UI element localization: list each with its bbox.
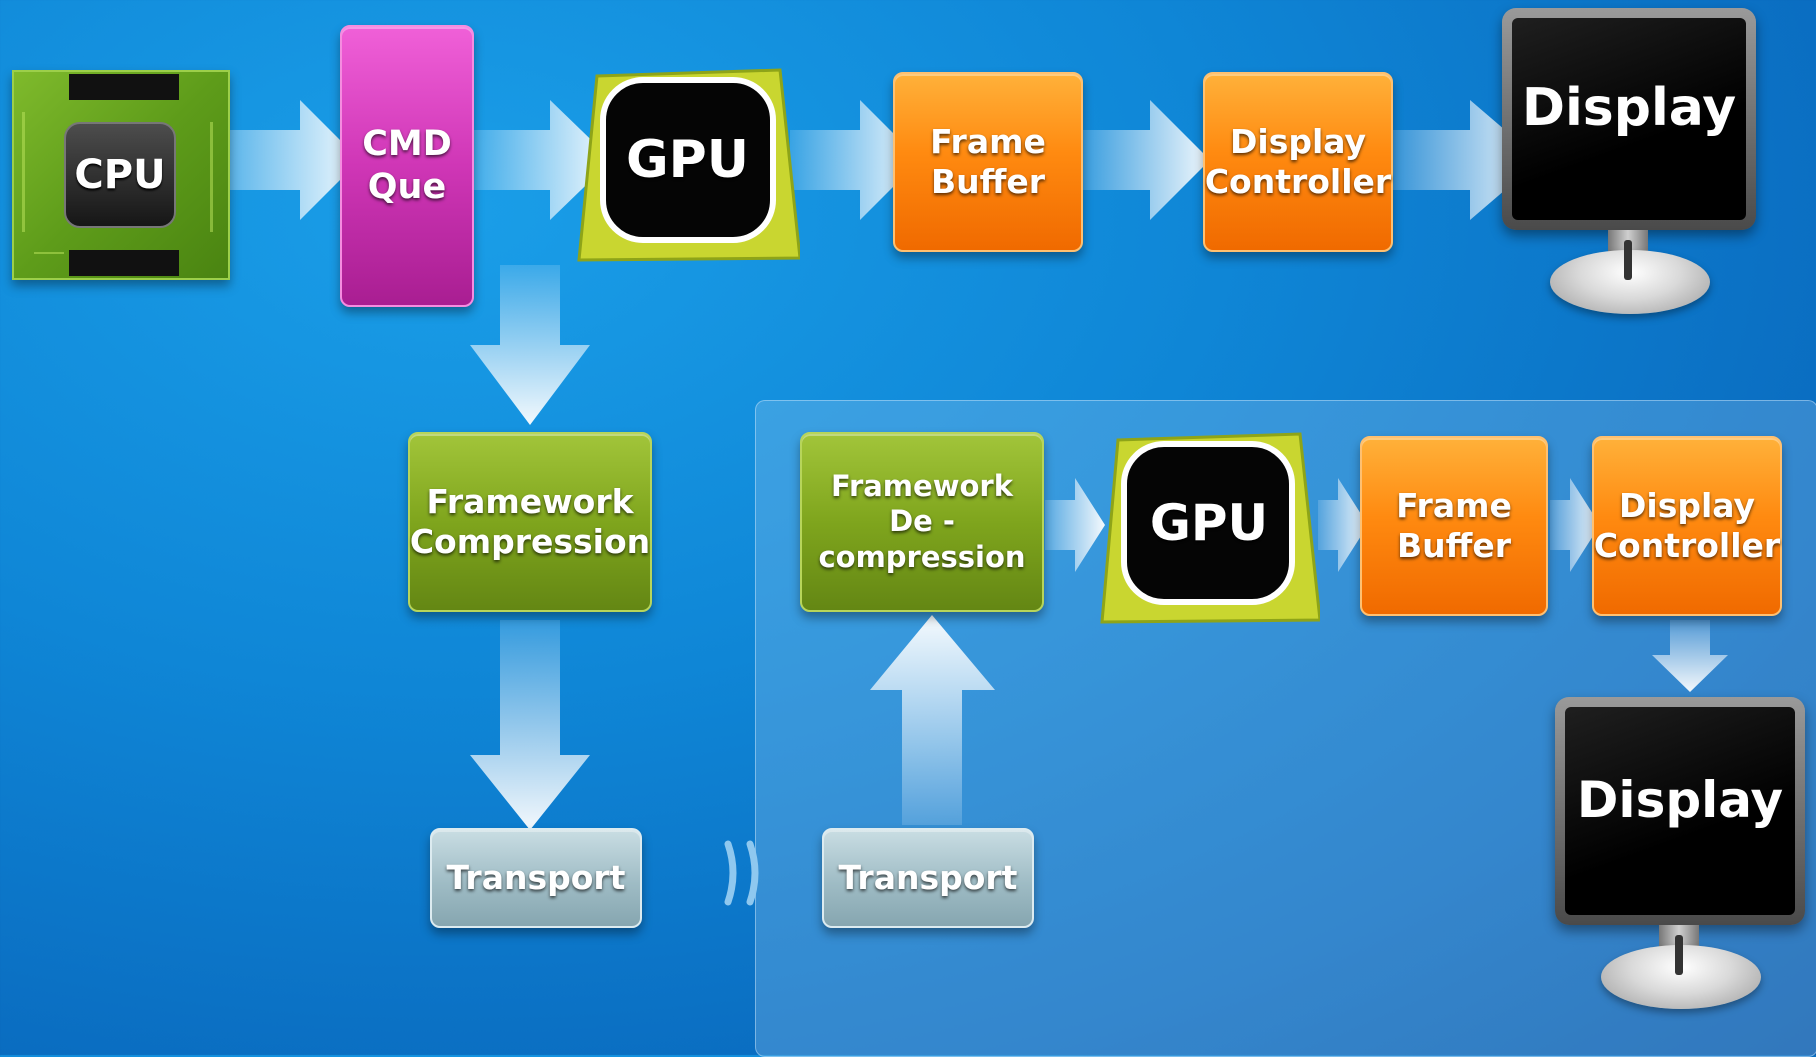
transport-label-local: Transport — [446, 857, 626, 897]
frame-buffer-box-remote: Frame Buffer — [1360, 436, 1548, 616]
display-label-remote: Display — [1576, 771, 1784, 829]
arrow-gpu-to-framebuffer-remote — [1318, 478, 1368, 572]
monitor-post-remote — [1675, 935, 1683, 975]
monitor-icon-remote: Display — [1555, 697, 1809, 1017]
arrow-framebuffer-to-controller — [1080, 100, 1210, 220]
gpu-chip-icon: GPU — [575, 68, 800, 263]
transport-box-remote: Transport — [822, 828, 1034, 928]
arrow-framebuffer-to-controller-remote — [1550, 478, 1600, 572]
wireless-waves-icon — [724, 840, 759, 906]
cpu-socket-strip-bottom — [69, 250, 179, 276]
transport-label-remote: Transport — [838, 857, 1018, 897]
frame-buffer-box: Frame Buffer — [893, 72, 1083, 252]
gpu-label: GPU — [625, 130, 750, 190]
monitor-bezel: Display — [1502, 8, 1756, 230]
monitor-screen-remote: Display — [1565, 707, 1795, 915]
arrow-cmd-to-gpu — [470, 100, 612, 220]
gpu-chip-icon-remote: GPU — [1098, 432, 1320, 624]
board-trace — [22, 112, 25, 232]
cmd-queue-label: CMD Que — [362, 124, 452, 207]
monitor-screen: Display — [1512, 18, 1746, 220]
framework-decompression-label: Framework De -compression — [818, 468, 1026, 574]
display-controller-box: Display Controller — [1203, 72, 1393, 252]
transport-box-local: Transport — [430, 828, 642, 928]
display-controller-label: Display Controller — [1204, 121, 1392, 201]
display-controller-box-remote: Display Controller — [1592, 436, 1782, 616]
board-trace — [210, 122, 213, 232]
framework-decompression-box: Framework De -compression — [800, 432, 1044, 612]
framework-compression-label: Framework Compression — [409, 481, 651, 561]
arrow-controller-to-display-remote — [1652, 620, 1728, 692]
monitor-bezel-remote: Display — [1555, 697, 1805, 925]
cpu-label: CPU — [74, 152, 166, 198]
framework-compression-box: Framework Compression — [408, 432, 652, 612]
arrow-compression-to-transport — [470, 620, 590, 830]
monitor-icon: Display — [1502, 8, 1760, 320]
arrow-cmd-to-compression — [470, 265, 590, 425]
monitor-post — [1624, 240, 1632, 280]
arrow-decompression-to-gpu — [1045, 478, 1105, 572]
cmd-queue-box: CMD Que — [340, 25, 474, 307]
frame-buffer-label: Frame Buffer — [930, 121, 1046, 201]
arrow-cpu-to-cmd — [200, 100, 360, 220]
arrow-transport-to-decompression — [870, 615, 995, 825]
cpu-board-icon: CPU — [12, 70, 230, 280]
gpu-label-remote: GPU — [1149, 494, 1269, 552]
board-trace — [34, 252, 64, 254]
arrow-gpu-to-framebuffer — [790, 100, 920, 220]
display-label: Display — [1521, 78, 1737, 138]
display-controller-label-remote: Display Controller — [1593, 485, 1781, 565]
cpu-chip: CPU — [64, 122, 176, 228]
cpu-socket-strip-top — [69, 74, 179, 100]
frame-buffer-label-remote: Frame Buffer — [1396, 485, 1512, 565]
